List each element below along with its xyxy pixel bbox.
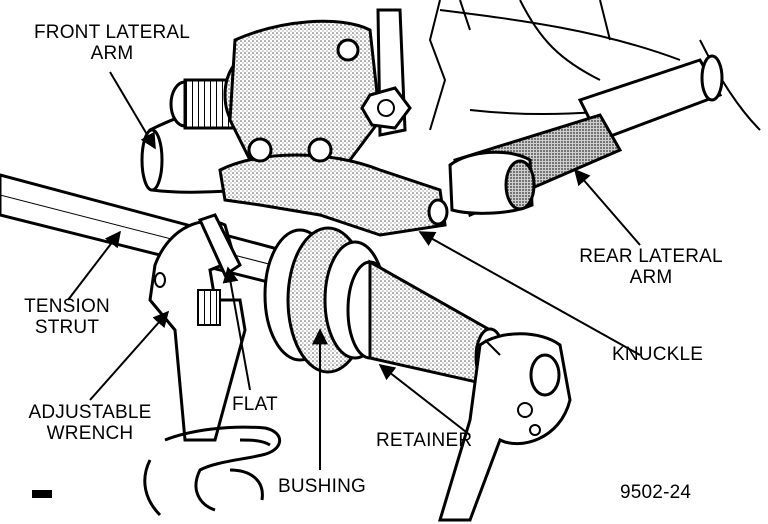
label-tension-strut: TENSION STRUT xyxy=(22,296,112,338)
corner-mark xyxy=(32,490,52,498)
label-retainer: RETAINER xyxy=(376,430,473,451)
label-bushing: BUSHING xyxy=(278,476,366,497)
label-knuckle: KNUCKLE xyxy=(612,344,704,365)
label-adjustable-wrench: ADJUSTABLE WRENCH xyxy=(20,402,160,444)
label-adjustable-wrench-line1: ADJUSTABLE xyxy=(28,402,152,423)
wrench-shape xyxy=(148,213,247,442)
label-adjustable-wrench-line2: WRENCH xyxy=(46,423,134,444)
label-front-lateral-arm-line1: FRONT LATERAL xyxy=(33,22,191,43)
leader-adjustable-wrench xyxy=(89,310,170,401)
label-tension-strut-line1: TENSION xyxy=(24,296,110,317)
rear-lateral-arm-shape xyxy=(448,54,724,218)
leader-knuckle xyxy=(418,231,641,356)
label-rear-lateral-arm-line1: REAR LATERAL xyxy=(579,246,723,267)
leader-front-lateral-arm xyxy=(109,71,156,150)
hand-shape xyxy=(143,425,282,517)
label-rear-lateral-arm: REAR LATERAL ARM xyxy=(576,246,726,288)
knuckle-shape xyxy=(218,8,449,237)
leader-tension-strut xyxy=(67,230,121,301)
leader-lines xyxy=(67,71,641,470)
label-tension-strut-line2: STRUT xyxy=(34,317,100,338)
leader-retainer xyxy=(378,364,471,436)
label-rear-lateral-arm-line2: ARM xyxy=(629,267,673,288)
ratchet-shape xyxy=(437,332,572,522)
label-front-lateral-arm-line2: ARM xyxy=(90,43,134,64)
label-front-lateral-arm: FRONT LATERAL ARM xyxy=(32,22,192,64)
label-flat: FLAT xyxy=(232,394,278,415)
retainer-shape xyxy=(346,259,506,387)
leader-flat xyxy=(222,266,251,391)
figure-number: 9502-24 xyxy=(620,482,692,503)
leader-rear-lateral-arm xyxy=(573,168,641,246)
